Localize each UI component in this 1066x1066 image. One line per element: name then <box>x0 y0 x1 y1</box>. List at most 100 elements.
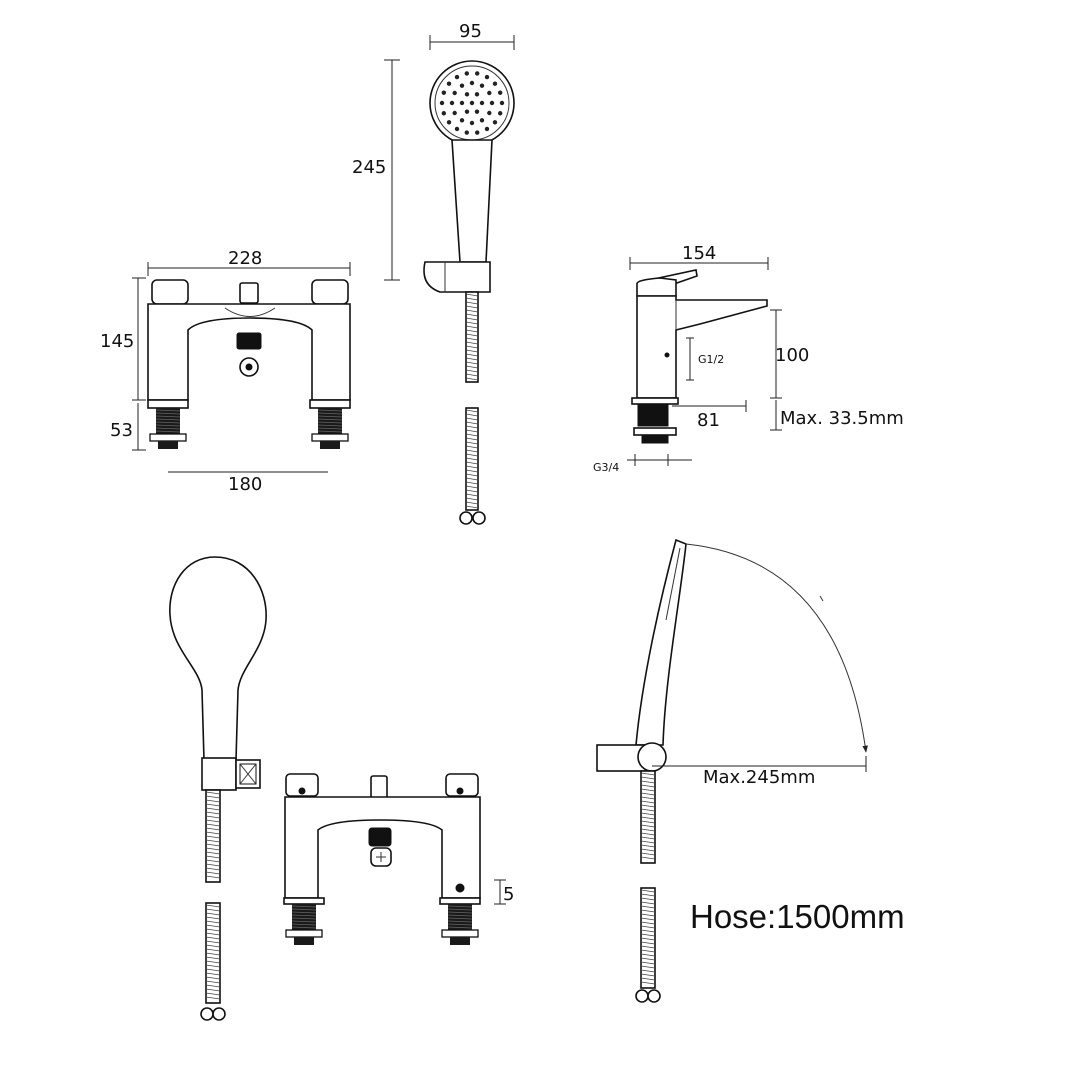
back-nut <box>311 433 349 442</box>
side-body-spout <box>636 295 768 399</box>
hose-ring <box>465 349 479 353</box>
hose-ring <box>640 824 656 828</box>
threaded-tail <box>156 408 180 434</box>
hose-ring <box>640 796 656 800</box>
spray-nozzle <box>464 71 469 76</box>
hose-ring <box>465 421 479 425</box>
hose-ring <box>640 816 656 820</box>
hose-ring <box>640 981 656 985</box>
hose-upper <box>465 291 479 383</box>
dim-label-145: 145 <box>100 331 134 352</box>
hose-ring <box>640 905 656 909</box>
threaded-tail <box>292 904 316 930</box>
spray-nozzle <box>475 130 480 135</box>
back-nut <box>149 433 187 442</box>
hose-ring <box>465 353 479 357</box>
spray-nozzle <box>464 109 470 114</box>
spray-nozzle <box>454 126 460 132</box>
hose-ring <box>205 920 221 924</box>
spray-nozzle <box>487 90 492 96</box>
diverter-knob <box>239 282 259 304</box>
hose-ring <box>465 481 479 485</box>
hose-ring <box>465 301 479 305</box>
swivel-angle-view: Max.245mm <box>596 538 868 1003</box>
hose-ring <box>205 863 221 867</box>
hose-length-note: Hose:1500mm <box>690 898 905 935</box>
hose-ring <box>465 293 479 297</box>
hose-ring <box>465 357 479 361</box>
hose-ring <box>465 377 479 381</box>
spray-nozzle <box>479 83 485 88</box>
dim-label-53: 53 <box>110 420 133 441</box>
hose-ring <box>205 815 221 819</box>
hose-ring <box>205 996 221 1000</box>
dim-label-5: 5 <box>503 884 514 905</box>
hose-ring <box>465 309 479 313</box>
hose-ring <box>205 819 221 823</box>
threaded-tail <box>318 408 342 434</box>
hose-ring <box>205 855 221 859</box>
hose-ring <box>465 341 479 345</box>
hose-ring <box>640 961 656 965</box>
hose-ring <box>465 361 479 365</box>
hose-ring <box>205 940 221 944</box>
bath-mixer-front-view: 228 145 53 180 <box>100 248 351 495</box>
hose-ring <box>640 840 656 844</box>
spray-nozzle <box>446 120 452 125</box>
hose-ring <box>205 823 221 827</box>
hose-ring <box>465 369 479 373</box>
spray-nozzle <box>469 100 475 106</box>
bath-mixer-perspective: 5 <box>283 773 514 945</box>
hand-shower-side-view <box>169 556 267 1021</box>
hose-ring <box>205 924 221 928</box>
spray-nozzle <box>449 100 455 106</box>
hose-ring <box>465 485 479 489</box>
hose-ring <box>465 461 479 465</box>
hose-ring <box>640 909 656 913</box>
spray-nozzle <box>479 118 485 123</box>
spray-nozzle <box>469 120 475 126</box>
hose-ring <box>640 889 656 893</box>
hose-ring <box>640 937 656 941</box>
hose-ring <box>640 929 656 933</box>
spray-nozzle <box>492 120 498 125</box>
angled-shower <box>635 538 687 746</box>
hose-ring <box>640 820 656 824</box>
hose-ring <box>640 897 656 901</box>
spray-nozzle <box>484 126 490 132</box>
back-nut <box>285 929 323 938</box>
holder-bracket <box>201 757 237 791</box>
hose-ring <box>465 489 479 493</box>
hose-ring <box>640 933 656 937</box>
spray-nozzle <box>452 90 457 96</box>
hose-ring <box>640 901 656 905</box>
spray-nozzle <box>499 100 505 106</box>
hose-ring <box>465 465 479 469</box>
hose-ring <box>640 836 656 840</box>
hose-ring <box>640 977 656 981</box>
hose-ring <box>205 835 221 839</box>
hose-ring <box>640 812 656 816</box>
hose-ring <box>205 799 221 803</box>
hose-ring <box>465 365 479 369</box>
hose-ring <box>465 373 479 377</box>
hose-ring <box>465 433 479 437</box>
hose-ring <box>640 957 656 961</box>
hose-ring <box>205 867 221 871</box>
hose-ring <box>205 976 221 980</box>
hose-ring <box>640 788 656 792</box>
spray-nozzle <box>484 74 490 80</box>
hose-ring <box>465 501 479 505</box>
hose-ring <box>465 477 479 481</box>
hose-ring <box>465 425 479 429</box>
hose-ring <box>465 329 479 333</box>
shower-side-outline <box>169 556 267 761</box>
hose-ring <box>465 497 479 501</box>
hose-ring <box>205 944 221 948</box>
mixer-side-view: 154 G1/2 100 Max. 33.5mm 81 <box>593 243 904 474</box>
threaded-tail <box>448 904 472 930</box>
hose-ring <box>205 956 221 960</box>
hose-ring <box>205 811 221 815</box>
hose-ring <box>205 964 221 968</box>
hose-ring <box>465 317 479 321</box>
